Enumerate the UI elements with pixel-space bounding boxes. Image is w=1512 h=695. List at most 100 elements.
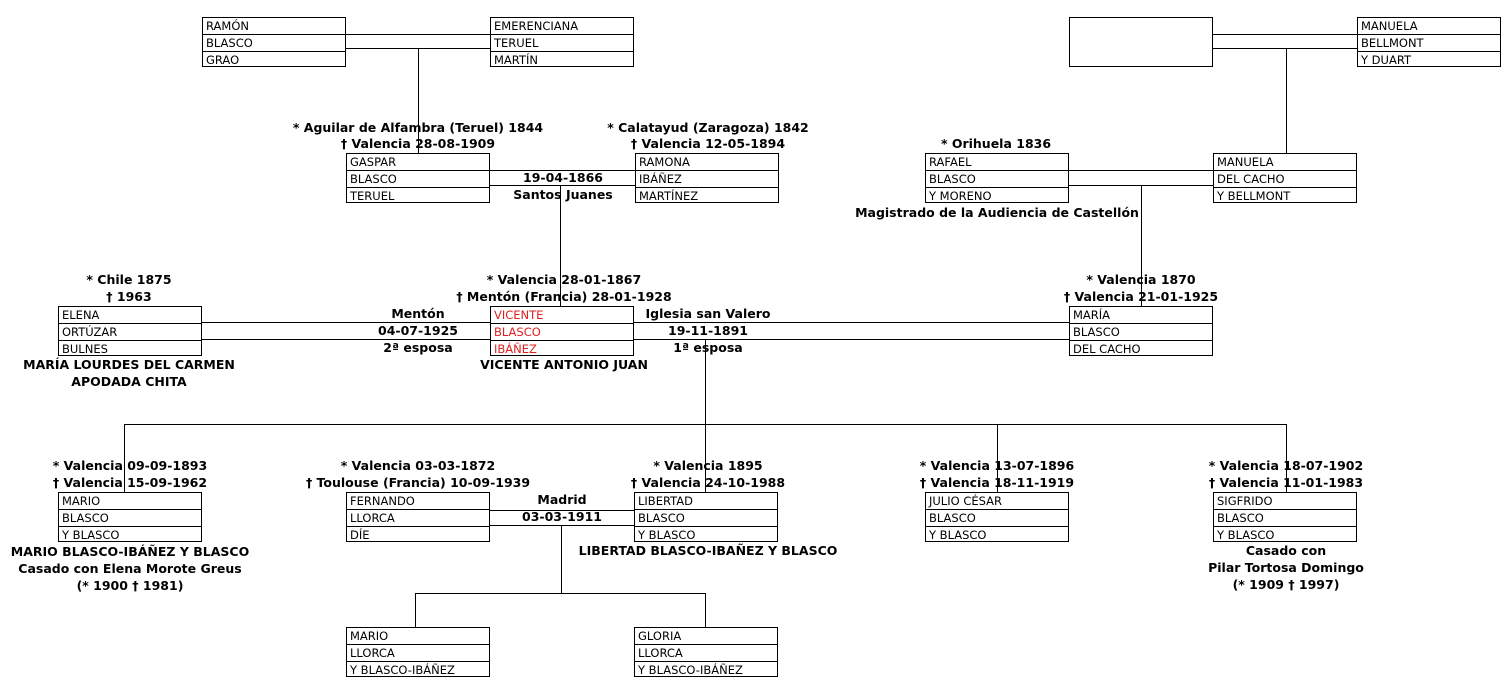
second-surname: Y MORENO [926,187,1068,204]
person-vicente[interactable]: VICENTE BLASCO IBÁÑEZ [490,306,634,356]
person-rafael[interactable]: RAFAEL BLASCO Y MORENO [925,153,1069,203]
death-label: † Valencia 12-05-1894 [630,136,786,151]
birth-label: * Valencia 09-09-1893 [52,458,208,473]
given-name [1070,18,1212,34]
given-name: GLORIA [638,629,682,643]
given-name: GASPAR [350,155,397,169]
given-name: EMERENCIANA [494,19,579,33]
person-fernando[interactable]: FERNANDO LLORCA DÍE [346,492,490,542]
birth-label: * Valencia 1895 [653,458,763,473]
death-label: † Valencia 28-08-1909 [340,136,496,151]
given-name: MARIO [350,629,389,643]
birth-label: * Valencia 13-07-1896 [919,458,1075,473]
marriage-place: Madrid [537,492,587,507]
note-label: Casado con [1245,543,1327,558]
first-surname: BLASCO [635,509,777,526]
note-label: APODADA CHITA [71,374,187,389]
person-unknown[interactable] [1069,17,1213,67]
person-julio-cesar[interactable]: JULIO CÉSAR BLASCO Y BLASCO [925,492,1069,542]
birth-label: * Aguilar de Alfambra (Teruel) 1844 [292,120,544,135]
person-manuela-cacho[interactable]: MANUELA DEL CACHO Y BELLMONT [1213,153,1357,203]
given-name: MANUELA [1217,155,1274,169]
second-surname: Y BLASCO [926,526,1068,543]
first-surname: BLASCO [1214,509,1356,526]
marriage-date: 19-04-1866 [523,170,603,185]
second-surname: Y BLASCO-IBÁÑEZ [347,661,489,678]
given-name: FERNANDO [350,494,415,508]
note-label: Magistrado de la Audiencia de Castellón [855,205,1139,220]
death-label: † Valencia 15-09-1962 [52,475,208,490]
first-surname: BLASCO [926,509,1068,526]
person-mario-llorca[interactable]: MARIO LLORCA Y BLASCO-IBÁÑEZ [346,627,490,677]
note-label: Pilar Tortosa Domingo [1208,560,1364,575]
second-surname: Y BLASCO-IBÁÑEZ [635,661,777,678]
birth-label: * Valencia 18-07-1902 [1208,458,1364,473]
person-ramon[interactable]: RAMÓN BLASCO GRAO [202,17,346,67]
person-gaspar[interactable]: GASPAR BLASCO TERUEL [346,153,490,203]
second-surname [1070,50,1212,66]
note-label: VICENTE ANTONIO JUAN [480,357,648,372]
second-surname: GRAO [203,51,345,68]
first-surname: BLASCO [926,170,1068,187]
birth-label: * Valencia 03-03-1872 [340,458,496,473]
given-name: JULIO CÉSAR [929,494,1002,508]
person-mario[interactable]: MARIO BLASCO Y BLASCO [58,492,202,542]
person-manuela-bellmont[interactable]: MANUELA BELLMONT Y DUART [1357,17,1501,67]
second-surname: Y BLASCO [635,526,777,543]
person-libertad[interactable]: LIBERTAD BLASCO Y BLASCO [634,492,778,542]
person-sigfrido[interactable]: SIGFRIDO BLASCO Y BLASCO [1213,492,1357,542]
birth-label: * Chile 1875 [86,272,172,287]
second-surname: IBÁÑEZ [491,340,633,357]
note-label: MARIO BLASCO-IBÁÑEZ Y BLASCO [10,544,250,559]
first-surname [1070,34,1212,50]
person-ramona[interactable]: RAMONA IBÁÑEZ MARTÍNEZ [635,153,779,203]
first-surname: LLORCA [635,644,777,661]
person-elena[interactable]: ELENA ORTÚZAR BULNES [58,306,202,356]
second-surname: Y BLASCO [59,526,201,543]
second-surname: TERUEL [347,187,489,204]
marriage-date: 04-07-1925 [378,323,458,338]
death-label: † Valencia 24-10-1988 [630,475,786,490]
second-surname: Y BELLMONT [1214,187,1356,204]
first-surname: BELLMONT [1358,34,1500,51]
given-name: LIBERTAD [638,494,693,508]
first-surname: IBÁÑEZ [636,170,778,187]
marriage-order: 1ª esposa [673,340,743,355]
first-surname: BLASCO [59,509,201,526]
given-name: MARÍA [1073,308,1111,322]
first-surname: DEL CACHO [1214,170,1356,187]
first-surname: BLASCO [203,34,345,51]
birth-label: * Orihuela 1836 [940,136,1052,151]
first-surname: BLASCO [491,323,633,340]
marriage-place: Mentón [391,306,445,321]
second-surname: Y BLASCO [1214,526,1356,543]
given-name: RAFAEL [929,155,972,169]
death-label: † Valencia 11-01-1983 [1208,475,1364,490]
given-name: SIGFRIDO [1217,494,1273,508]
death-label: † Valencia 21-01-1925 [1063,289,1219,304]
first-surname: TERUEL [491,34,633,51]
first-surname: LLORCA [347,644,489,661]
note-label: (* 1909 † 1997) [1232,577,1340,592]
person-emerenciana[interactable]: EMERENCIANA TERUEL MARTÍN [490,17,634,67]
person-maria[interactable]: MARÍA BLASCO DEL CACHO [1069,306,1213,356]
second-surname: DEL CACHO [1070,340,1212,357]
note-label: Casado con Elena Morote Greus [18,561,242,576]
death-label: † Toulouse (Francia) 10-09-1939 [305,475,531,490]
given-name: RAMÓN [206,19,249,33]
second-surname: DÍE [347,526,489,543]
death-label: † 1963 [106,289,152,304]
marriage-order: 2ª esposa [383,340,453,355]
marriage-place: Iglesia san Valero [645,306,771,321]
second-surname: MARTÍNEZ [636,187,778,204]
second-surname: Y DUART [1358,51,1500,68]
second-surname: BULNES [59,340,201,357]
note-label: MARÍA LOURDES DEL CARMEN [23,357,235,372]
marriage-place: Santos Juanes [513,187,613,202]
given-name: VICENTE [494,308,544,322]
marriage-date: 03-03-1911 [522,509,602,524]
person-gloria[interactable]: GLORIA LLORCA Y BLASCO-IBÁÑEZ [634,627,778,677]
given-name: MANUELA [1361,19,1418,33]
first-surname: BLASCO [347,170,489,187]
